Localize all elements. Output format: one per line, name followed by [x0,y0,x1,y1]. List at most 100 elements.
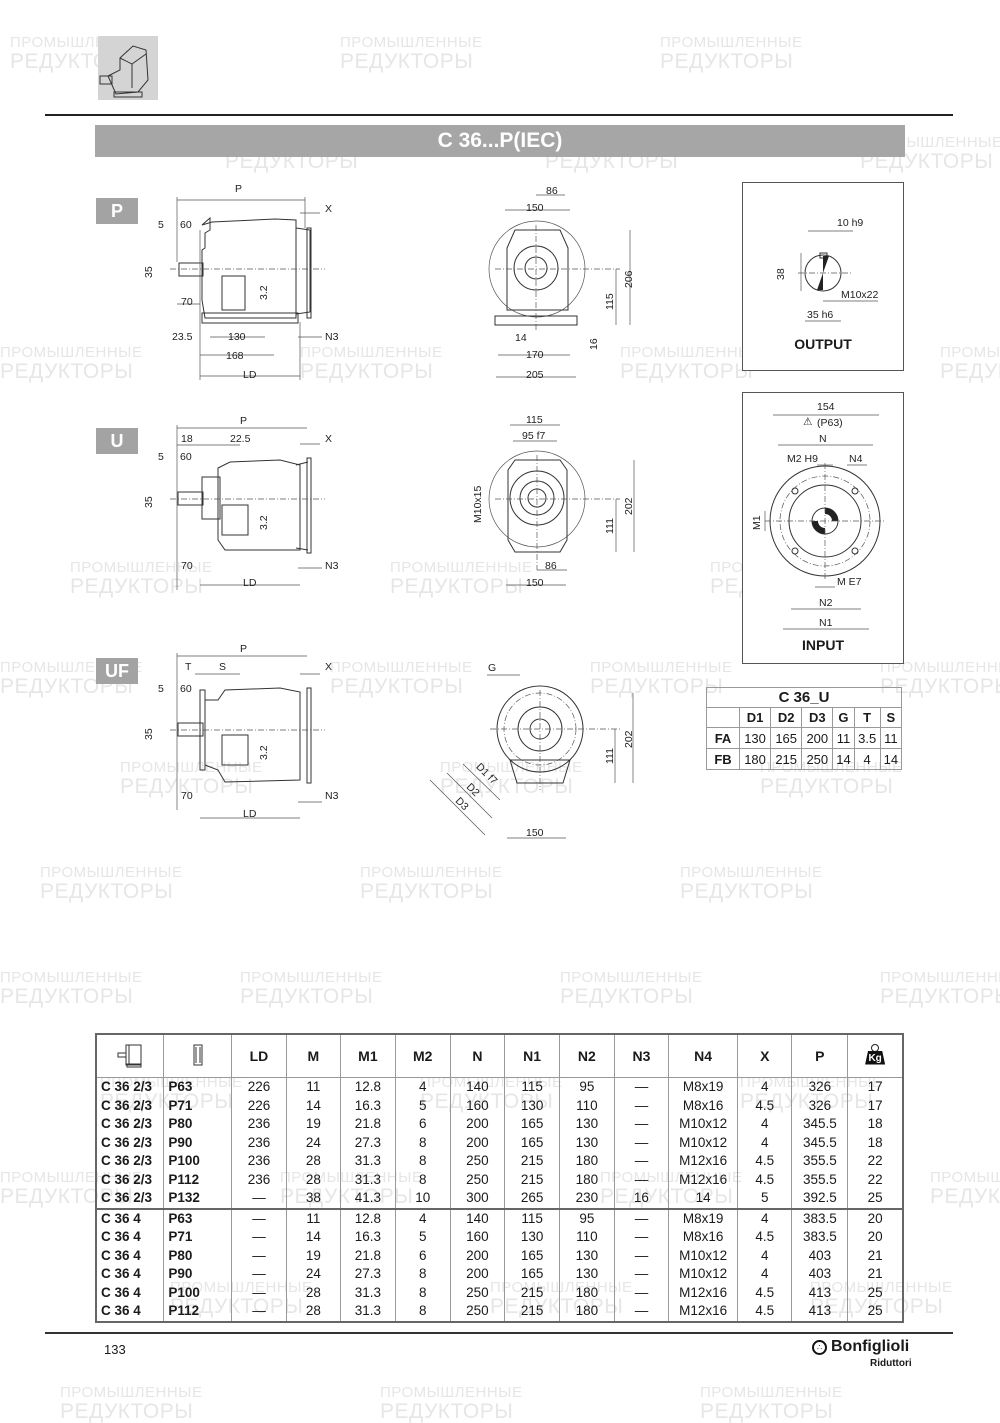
dim-label: 14 [515,332,527,344]
table-cell: 383.5 [791,1207,849,1228]
watermark-line: ПРОМЫШЛЕННЫЕ [60,1384,203,1401]
dim-label: 150 [526,827,544,839]
table-cell: — [613,1133,670,1152]
table-cell: 115 [504,1077,560,1097]
dim-label: 5 [158,219,164,231]
motor-adapter-cell: P80 [163,1115,233,1134]
table-cell: 236 [231,1115,287,1134]
table-cell: M10x12 [668,1115,739,1134]
watermark-line: ПРОМЫШЛЕННЫЕ [40,864,183,881]
dim-label: 5 [158,451,164,463]
view-badge-p: P [96,198,138,224]
table-cell: 8 [394,1265,451,1284]
flange-cell: 11 [879,727,903,749]
table-cell: 383.5 [791,1228,849,1247]
table-cell: 180 [558,1302,615,1322]
flange-header: G [832,707,855,728]
dim-label: 10 h9 [837,217,864,229]
flange-row-label: FA [706,727,740,749]
table-cell: 140 [449,1077,506,1097]
table-cell: 14 [285,1228,341,1247]
flange-cell: 14 [832,748,855,770]
table-cell: 165 [504,1133,560,1152]
table-cell: 226 [231,1077,287,1097]
dim-label: 86 [545,560,557,572]
flange-header: T [853,707,881,728]
dim-label: X [325,661,333,673]
gearbox-model-cell: C 36 2/3 [95,1077,165,1097]
flange-cell: 180 [738,748,772,770]
flange-cell: 3.5 [853,727,881,749]
table-cell: 27.3 [339,1133,396,1152]
table-cell: — [613,1096,670,1115]
table-cell: — [613,1152,670,1171]
flange-cell: 200 [801,727,834,749]
table-cell: 413 [791,1283,849,1302]
gearbox-model-cell: C 36 4 [95,1265,165,1284]
flange-table-title: C 36_U [706,687,902,708]
col-header: M2 [394,1033,451,1078]
flange-row-fa: FA 130 165 200 11 3.5 11 [706,727,903,749]
table-cell: 165 [504,1246,560,1265]
table-cell: — [613,1265,670,1284]
flange-profile-icon [193,1044,203,1065]
dim-label: LD [243,808,257,820]
table-cell: — [231,1228,287,1247]
gearbox-model-cell: C 36 2/3 [95,1152,165,1171]
table-cell: 250 [449,1283,506,1302]
watermark-line: РЕДУКТОРЫ [680,880,814,903]
table-cell: 21.8 [339,1115,396,1134]
flange-header-blank [706,707,740,728]
table-cell: 250 [449,1302,506,1322]
table-cell: 31.3 [339,1152,396,1171]
table-cell: 95 [558,1077,615,1097]
table-cell: 4 [394,1207,451,1228]
gearbox-model-cell: C 36 2/3 [95,1133,165,1152]
view-badge-u: U [96,428,138,454]
motor-adapter-cell: P71 [163,1228,233,1247]
table-cell: M10x12 [668,1246,739,1265]
table-cell: 180 [558,1170,615,1189]
col-header: P [791,1033,849,1078]
dim-label: M10x22 [841,289,879,301]
table-cell: 4 [737,1133,793,1152]
gearbox-model-cell: C 36 2/3 [95,1170,165,1189]
dim-label: P [235,183,243,195]
gearbox-model-cell: C 36 4 [95,1207,165,1228]
dim-label: 35 h6 [807,309,834,321]
motor-adapter-cell: P100 [163,1283,233,1302]
output-shaft-section-icon [798,230,878,322]
table-cell: 215 [504,1152,560,1171]
gearbox-model-cell: C 36 4 [95,1302,165,1322]
table-header-row: LD M M1 M2 N N1 N2 N3 N4 X P Kg [95,1033,904,1078]
table-cell: 250 [449,1170,506,1189]
watermark-line: ПРОМЫШЛЕННЫЕ [560,969,703,986]
table-cell: 4 [737,1077,793,1097]
watermark-line: РЕДУКТОРЫ [360,880,494,903]
watermark-line: ПРОМЫШЛЕННЫЕ [880,969,1000,986]
table-cell: 5 [394,1096,451,1115]
table-cell: 22 [847,1170,904,1189]
table-cell: — [613,1170,670,1189]
table-cell: 236 [231,1170,287,1189]
table-cell: 25 [847,1283,904,1302]
flange-dimension-table: C 36_U D1 D2 D3 G T S FA 130 165 200 11 … [706,687,903,770]
table-cell: 326 [791,1077,849,1097]
table-cell: 215 [504,1302,560,1322]
col-header: LD [231,1033,287,1078]
table-cell: 215 [504,1283,560,1302]
dim-label: 70 [181,560,193,572]
table-cell: 14 [668,1189,739,1209]
table-cell: 115 [504,1207,560,1228]
output-label: OUTPUT [794,336,852,352]
